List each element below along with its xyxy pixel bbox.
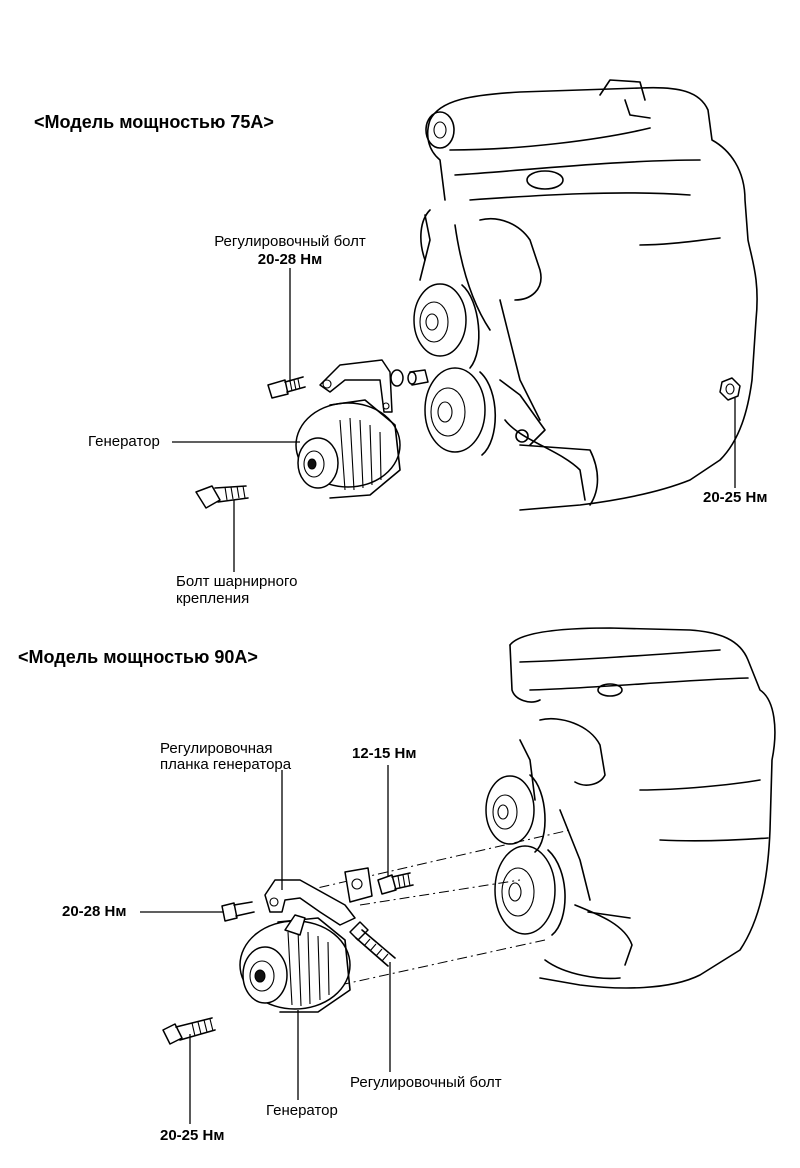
torque-nut-75a: 20-25 Нм: [703, 489, 768, 506]
pivot-bolt-90a: [162, 1017, 216, 1045]
adjusting-bolt-diagonal-90a: [349, 921, 396, 967]
torque-bolt-top-90a: 12-15 Нм: [352, 745, 417, 762]
nut-75a: [719, 377, 741, 401]
washer-and-bolt-75a: [390, 369, 429, 387]
label-adjusting-bolt-75a: Регулировочный болт: [214, 233, 366, 250]
label-pivot-bolt-75a-line2: крепления: [176, 590, 250, 607]
pivot-bolt-75a: [195, 485, 249, 509]
engine-block-90a: [485, 627, 776, 989]
generator-90a: [239, 914, 351, 1013]
section-title-75a: <Модель мощностью 75A>: [34, 112, 274, 132]
alignment-line-middle: [359, 879, 521, 906]
bolt-left-90a: [221, 901, 255, 922]
generator-75a: [295, 399, 401, 499]
adjusting-bracket-90a: [264, 867, 373, 926]
torque-adjusting-bolt-75a: 20-28 Нм: [257, 251, 323, 268]
adjusting-bracket-75a: [319, 359, 393, 413]
label-bracket-90a-line2: планка генератора: [160, 756, 292, 773]
label-generator-90a: Генератор: [266, 1102, 338, 1119]
label-pivot-bolt-75a-line1: Болт шарнирного: [176, 573, 298, 590]
torque-pivot-bolt-90a: 20-25 Нм: [160, 1127, 225, 1144]
adjusting-bolt-75a: [267, 376, 306, 399]
alignment-line-upper: [299, 829, 571, 893]
label-adjusting-bolt-90a: Регулировочный болт: [350, 1074, 502, 1091]
label-generator-75a: Генератор: [88, 433, 160, 450]
torque-bolt-left-90a: 20-28 Нм: [62, 903, 127, 920]
engine-block-75a: [413, 79, 758, 511]
section-title-90a: <Модель мощностью 90A>: [18, 647, 258, 667]
label-bracket-90a-line1: Регулировочная: [160, 740, 273, 757]
alignment-line-lower: [339, 939, 546, 986]
adjusting-bolt-top-90a: [377, 872, 414, 895]
